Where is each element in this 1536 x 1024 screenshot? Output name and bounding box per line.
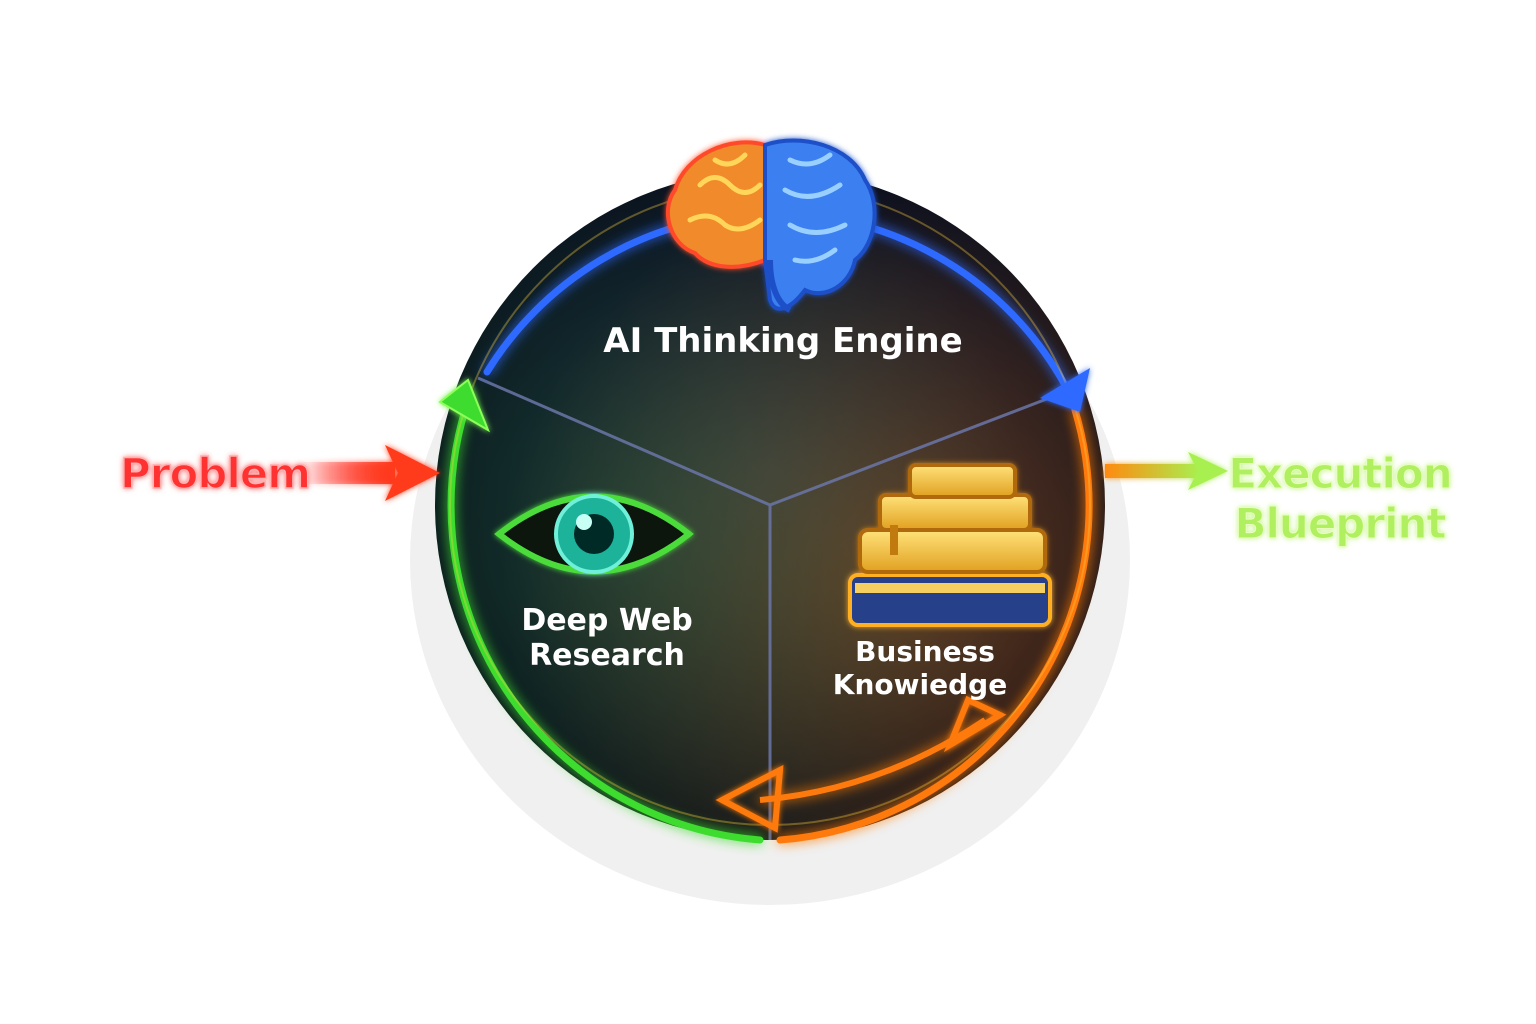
segment-label-knowledge-1: Business <box>855 635 995 668</box>
problem-arrow <box>300 445 440 501</box>
research-arc <box>447 391 764 844</box>
segment-label-knowledge-2: Knowiedge <box>833 668 1007 701</box>
segment-dividers <box>477 376 1066 840</box>
problem-label: Problem <box>120 449 310 498</box>
segment-label-engine: AI Thinking Engine <box>603 321 962 361</box>
brain-icon <box>665 138 877 313</box>
blueprint-label-2: Blueprint <box>1235 499 1447 548</box>
segment-label-research-1: Deep Web <box>521 603 692 638</box>
arrowhead-green <box>438 378 491 433</box>
eye-icon <box>494 493 694 575</box>
knowledge-arc <box>776 406 1093 844</box>
arrowhead-blue <box>1040 368 1090 412</box>
blueprint-label-1: Execution <box>1228 449 1451 498</box>
books-icon <box>848 463 1052 627</box>
blueprint-arrow <box>1105 452 1228 490</box>
segment-label-research-2: Research <box>529 638 685 673</box>
